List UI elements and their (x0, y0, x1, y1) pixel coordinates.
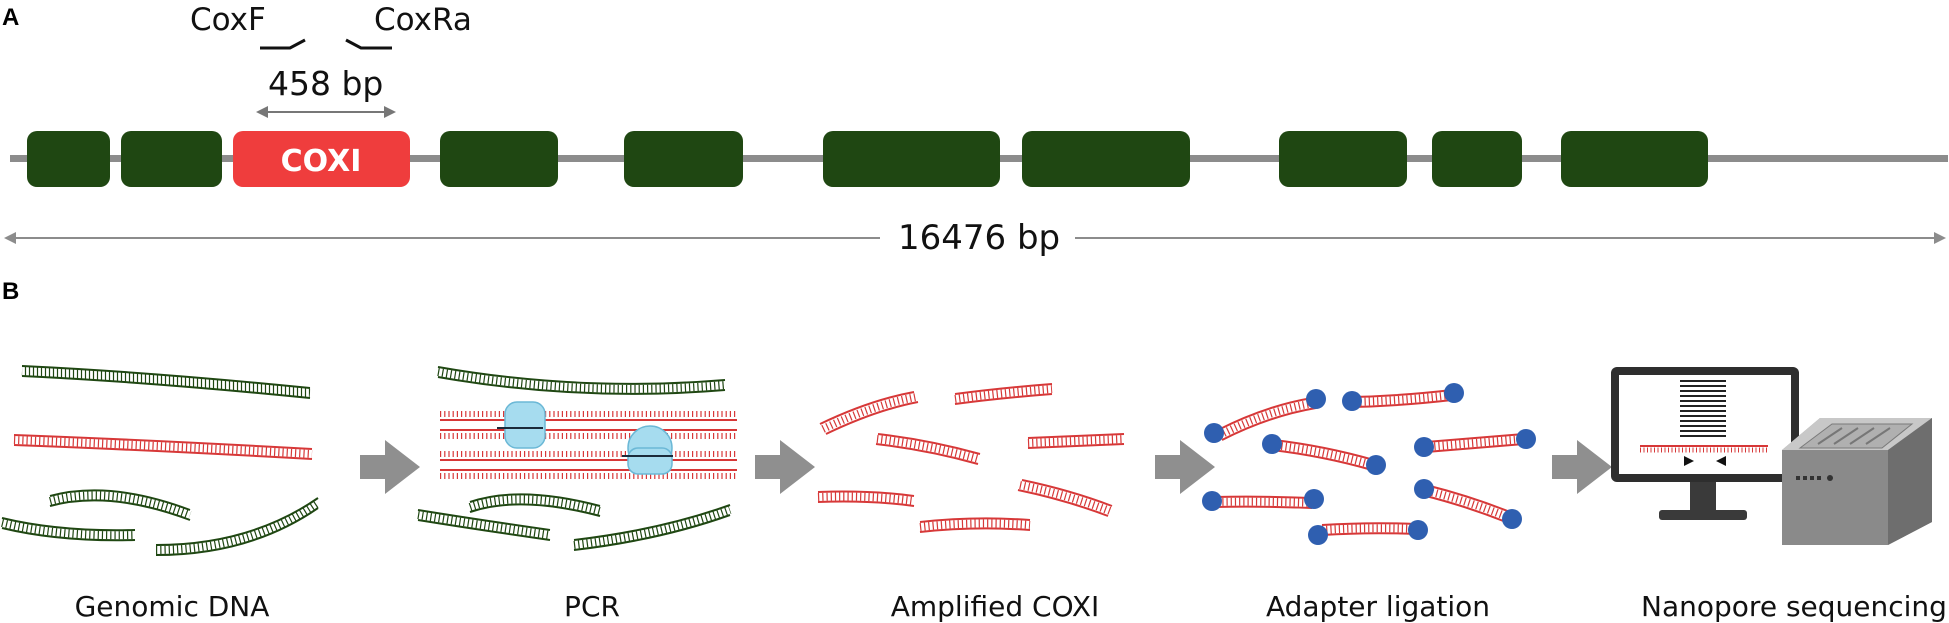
dna-strand-green (437, 366, 726, 395)
dna-strand-green (573, 504, 732, 551)
polymerase-icon (497, 401, 546, 449)
adapter-icon (1408, 520, 1428, 540)
monitor-icon (1611, 367, 1799, 520)
coxi-block (233, 131, 410, 187)
adapter-icon (1308, 525, 1328, 545)
dna-strand-green (21, 365, 311, 399)
genome-length-label: 16476 bp (898, 218, 1061, 258)
adapter-fragment (1425, 433, 1525, 453)
step-arrow-icon (360, 440, 420, 494)
amplified-coxi-illustration (817, 383, 1125, 533)
adapter-fragment (1217, 397, 1317, 441)
gene-blocks (27, 131, 1708, 187)
gene-block (1432, 131, 1522, 187)
gene-block (1022, 131, 1190, 187)
dna-strand-green (417, 509, 551, 541)
adapter-fragment (1421, 484, 1511, 523)
dna-strand-green (468, 493, 602, 517)
gene-block (1561, 131, 1708, 187)
adapter-icon (1444, 383, 1464, 403)
adapter-icon (1204, 423, 1224, 443)
dna-strand-red (440, 411, 737, 439)
amplicon-fragment (1017, 479, 1113, 517)
adapter-ligation-illustration (1202, 383, 1536, 545)
reverse-primer-icon (345, 38, 392, 50)
dna-strand-green (155, 497, 321, 556)
amplicon-fragment (1027, 433, 1125, 449)
panel-label-a: A (2, 4, 20, 31)
polymerase-icon (622, 425, 673, 475)
amplicon-fragment (817, 490, 915, 507)
adapter-icon (1306, 389, 1326, 409)
reverse-primer-label: CoxRa (374, 2, 472, 38)
gene-block (624, 131, 743, 187)
step-label-pcr: PCR (564, 590, 620, 623)
step-arrow-icon (1552, 440, 1612, 494)
step-arrow-icon (1155, 440, 1215, 494)
amplicon-fragment (954, 383, 1053, 405)
adapter-icon (1516, 429, 1536, 449)
gene-block (440, 131, 558, 187)
genome-map: COXI (4, 38, 1948, 244)
adapter-icon (1414, 437, 1434, 457)
pcr-illustration (417, 366, 737, 551)
amplicon-length-label: 458 bp (268, 64, 384, 103)
adapter-icon (1262, 434, 1282, 454)
nanopore-sequencing-illustration (1611, 367, 1932, 545)
adapter-icon (1304, 489, 1324, 509)
adapter-fragment (1213, 495, 1313, 509)
amplicon-fragment (819, 391, 919, 435)
amplicon-fragment (875, 433, 981, 465)
adapter-icon (1366, 455, 1386, 475)
dna-strand-red (440, 451, 737, 479)
dna-strand-green (1, 517, 136, 542)
forward-primer-label: CoxF (190, 2, 266, 38)
genome-right-arrow-icon (1934, 232, 1946, 244)
gene-block (823, 131, 1000, 187)
sequence-trace-icon (1680, 380, 1726, 437)
gene-block (1279, 131, 1407, 187)
step-label-genomic-dna: Genomic DNA (74, 590, 270, 623)
adapter-icon (1502, 509, 1522, 529)
adapter-icon (1202, 491, 1222, 511)
gene-block (27, 131, 110, 187)
forward-primer-icon (260, 38, 306, 50)
amplicon-left-arrow-icon (256, 106, 268, 118)
step-label-adapter-ligation: Adapter ligation (1265, 590, 1491, 623)
adapter-fragment (1351, 389, 1453, 408)
adapter-icon (1414, 479, 1434, 499)
step-label-nanopore-sequencing: Nanopore sequencing (1641, 590, 1947, 623)
sequencer-device-icon (1782, 418, 1932, 545)
adapter-fragment (1321, 522, 1417, 536)
amplicon-right-arrow-icon (384, 106, 396, 118)
adapter-icon (1342, 391, 1362, 411)
adapter-fragment (1271, 439, 1375, 471)
step-label-amplified-coxi: Amplified COXI (890, 590, 1100, 623)
gene-block (121, 131, 222, 187)
genome-left-arrow-icon (4, 232, 16, 244)
dna-strand-red (13, 434, 313, 460)
adapter-caps (1202, 383, 1536, 545)
step-arrow-icon (755, 440, 815, 494)
coxi-block-label: COXI (281, 144, 362, 179)
panel-label-b: B (2, 278, 20, 305)
genomic-dna-illustration (1, 365, 321, 556)
dna-strand-green (48, 489, 192, 521)
amplicon-fragment (919, 517, 1031, 533)
